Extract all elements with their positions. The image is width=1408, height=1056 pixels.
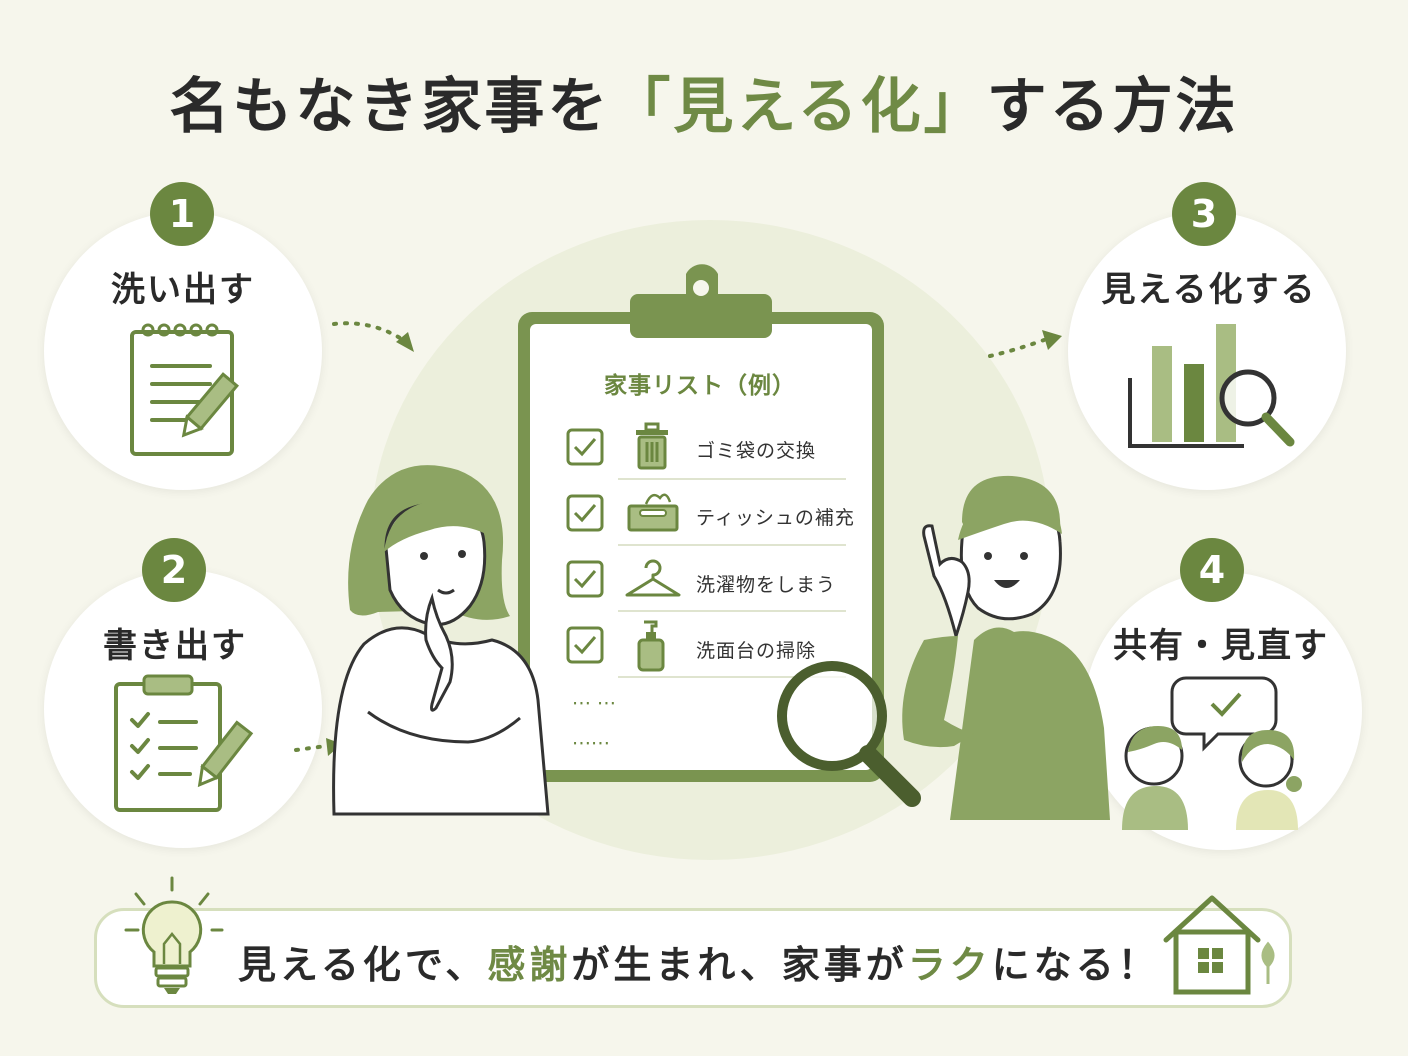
light-bulb-icon	[124, 876, 224, 994]
clipboard-title: 家事リスト（例）	[604, 373, 796, 399]
list-item-label: 洗濯物をしまう	[696, 574, 837, 596]
step-2-label: 書き出す	[103, 626, 247, 666]
divider	[618, 478, 846, 480]
arrow-step1-to-list	[332, 321, 414, 352]
step-1-label: 洗い出す	[111, 270, 255, 310]
house-icon	[1163, 895, 1275, 995]
soap-bottle-icon	[637, 620, 665, 672]
two-people-talking-icon	[1122, 676, 1302, 830]
list-item-label: 洗面台の掃除	[696, 640, 817, 662]
step-3-number: 3	[1172, 182, 1236, 246]
checkbox-checked	[566, 560, 604, 598]
page-title: 名もなき家事を「見える化」する方法	[0, 58, 1408, 145]
list-item-label: ティッシュの補充	[696, 507, 855, 529]
tissue-box-icon	[627, 493, 679, 532]
step-4-number: 4	[1180, 538, 1244, 602]
checkbox-checked	[566, 428, 604, 466]
step-4-label: 共有・見直す	[1113, 626, 1329, 666]
man-pointing-illustration	[902, 475, 1110, 820]
checkbox-checked	[566, 626, 604, 664]
divider	[618, 544, 846, 546]
divider	[618, 610, 846, 612]
clipboard-board	[518, 264, 884, 782]
list-ellipsis: ⋯ ⋯	[572, 692, 617, 714]
message-part-3: になる！	[991, 943, 1160, 987]
arrow-list-to-step3	[988, 330, 1062, 358]
checkbox-checked	[566, 494, 604, 532]
step-3-circle	[1068, 212, 1346, 490]
list-item-label: ゴミ袋の交換	[696, 440, 817, 462]
trash-can-icon	[636, 422, 668, 470]
message-part-1: 見える化で、	[238, 943, 488, 987]
step-1-number: 1	[150, 182, 214, 246]
hanger-icon	[625, 559, 681, 597]
title-highlight: 「見える化」	[610, 72, 987, 142]
conclusion-banner	[94, 908, 1292, 1008]
magnifier-icon	[777, 661, 921, 807]
conclusion-message: 見える化で、感謝が生まれ、家事がラクになる！	[238, 934, 1160, 989]
message-highlight-1: 感謝	[487, 943, 572, 987]
list-ellipsis: ⋯⋯	[572, 732, 610, 754]
woman-thinking-illustration	[332, 465, 550, 816]
message-highlight-2: ラク	[907, 943, 992, 987]
title-suffix: する方法	[986, 72, 1239, 142]
step-3-label: 見える化する	[1101, 270, 1317, 310]
message-part-2: が生まれ、家事が	[571, 943, 908, 987]
bar-chart-magnifier-icon	[1128, 324, 1295, 448]
notepad-pencil-icon	[130, 323, 240, 456]
title-prefix: 名もなき家事を	[169, 72, 611, 142]
step-2-number: 2	[142, 538, 206, 602]
checklist-clipboard-icon	[114, 674, 254, 812]
